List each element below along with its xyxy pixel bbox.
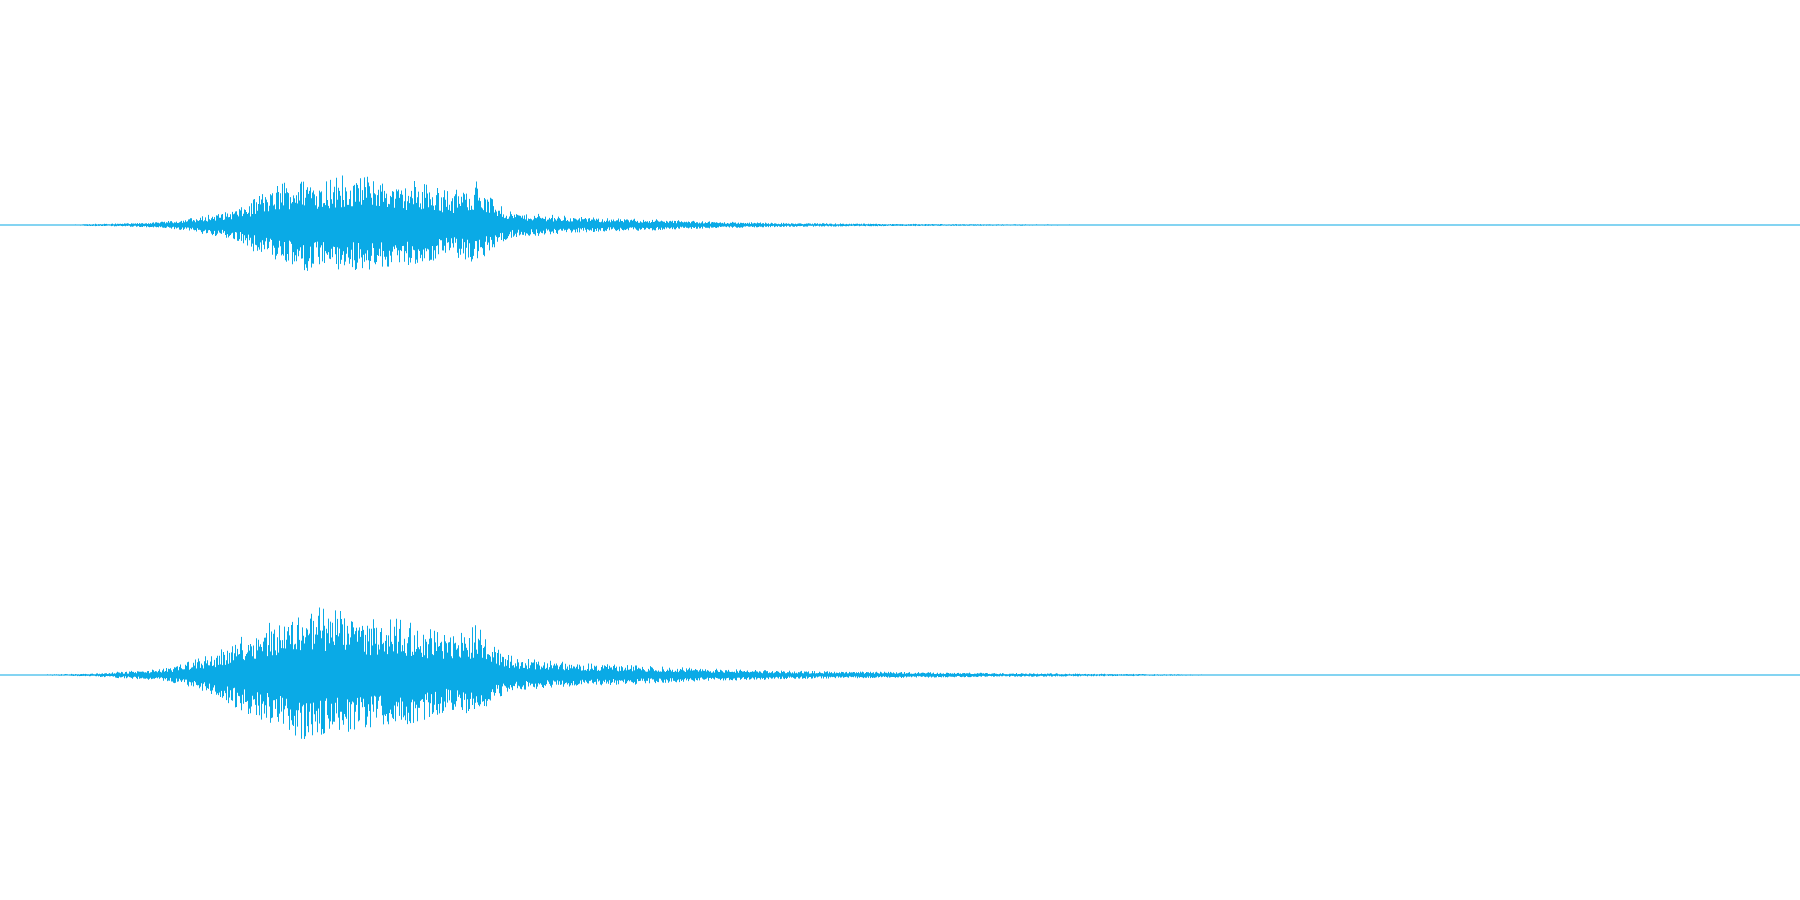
waveform-channel-1 (0, 175, 1800, 271)
waveform-channel-2 (0, 607, 1800, 739)
channel-1-waveform (57, 175, 1238, 271)
channel-2-waveform (6, 607, 1693, 739)
